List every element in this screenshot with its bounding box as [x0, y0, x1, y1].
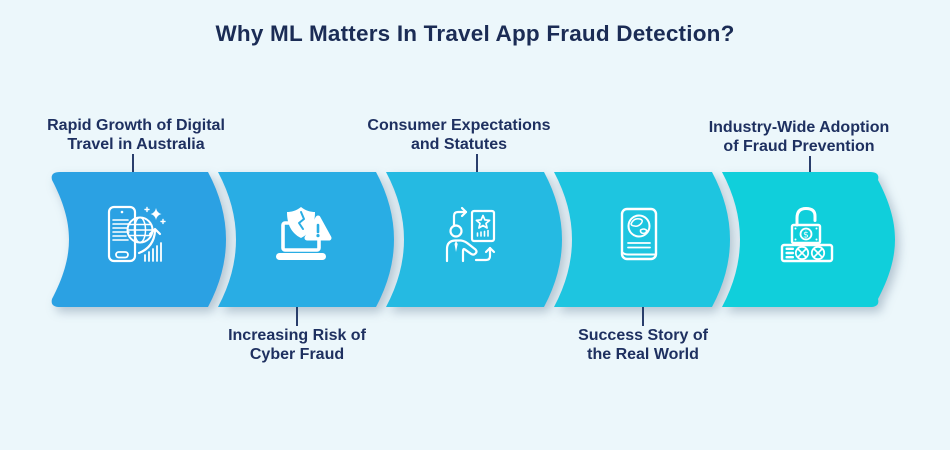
ribbon-segment-4-shape — [554, 172, 730, 307]
step-label-2-line1: Increasing Risk of — [228, 327, 366, 344]
step-label-4-line2: the Real World — [587, 346, 699, 363]
ribbon-segment-1-shape — [51, 172, 226, 307]
connector-line-5 — [809, 156, 811, 173]
ribbon-segment-3-shape — [386, 172, 562, 307]
step-label-4: Success Story of the Real World — [578, 326, 708, 364]
passport-globe-icon — [620, 207, 658, 261]
step-label-5-line1: Industry-Wide Adoption — [708, 119, 890, 136]
step-label-3-line1: Consumer Expectations — [367, 117, 551, 134]
step-label-1: Rapid Growth of Digital Travel in Austra… — [47, 116, 225, 154]
step-label-5-line2: of Fraud Prevention — [723, 138, 875, 155]
page-title: Why ML Matters In Travel App Fraud Detec… — [215, 21, 735, 46]
ribbon-segment-4 — [554, 172, 744, 307]
ribbon-segment-3 — [386, 172, 576, 307]
ribbon-segment-1 — [50, 172, 240, 307]
connector-line-3 — [476, 154, 478, 173]
step-label-1-line2: Travel in Australia — [67, 136, 205, 153]
step-label-5: Industry-Wide Adoption of Fraud Preventi… — [709, 118, 890, 156]
step-label-2: Increasing Risk of Cyber Fraud — [228, 326, 366, 364]
connector-line-1 — [132, 154, 134, 173]
step-label-4-line1: Success Story of — [578, 327, 708, 344]
ribbon-segment-2 — [218, 172, 408, 307]
svg-text:$: $ — [803, 230, 809, 240]
digital-travel-growth-icon — [107, 205, 166, 263]
ribbon-segment-5: $ — [722, 172, 912, 307]
step-label-1-line1: Rapid Growth of Digital — [47, 117, 225, 134]
consumer-expectations-icon — [445, 206, 496, 263]
connector-line-4 — [642, 306, 644, 326]
step-label-3-line2: and Statutes — [410, 136, 507, 153]
step-label-3: Consumer Expectations and Statutes — [367, 116, 550, 154]
connector-line-2 — [296, 306, 298, 326]
cyber-fraud-laptop-icon — [276, 207, 332, 260]
step-label-2-line2: Cyber Fraud — [249, 346, 345, 363]
fraud-prevention-lock-icon: $ — [780, 207, 834, 263]
